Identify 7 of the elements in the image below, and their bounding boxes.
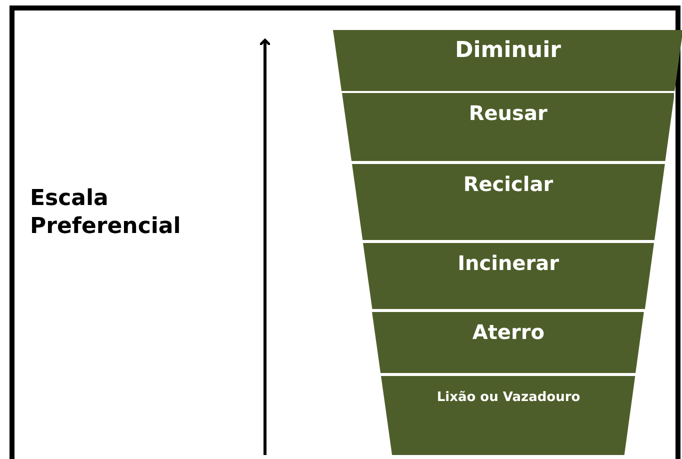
band-label: Aterro: [471, 320, 546, 344]
band-label: Lixão ou Vazadouro: [436, 390, 582, 405]
band-label: Reciclar: [462, 172, 554, 196]
band-label: Diminuir: [454, 38, 562, 63]
band-label: Reusar: [468, 101, 548, 125]
scale-label: Escala Preferencial: [30, 185, 182, 241]
band-label: Incinerar: [456, 251, 560, 275]
